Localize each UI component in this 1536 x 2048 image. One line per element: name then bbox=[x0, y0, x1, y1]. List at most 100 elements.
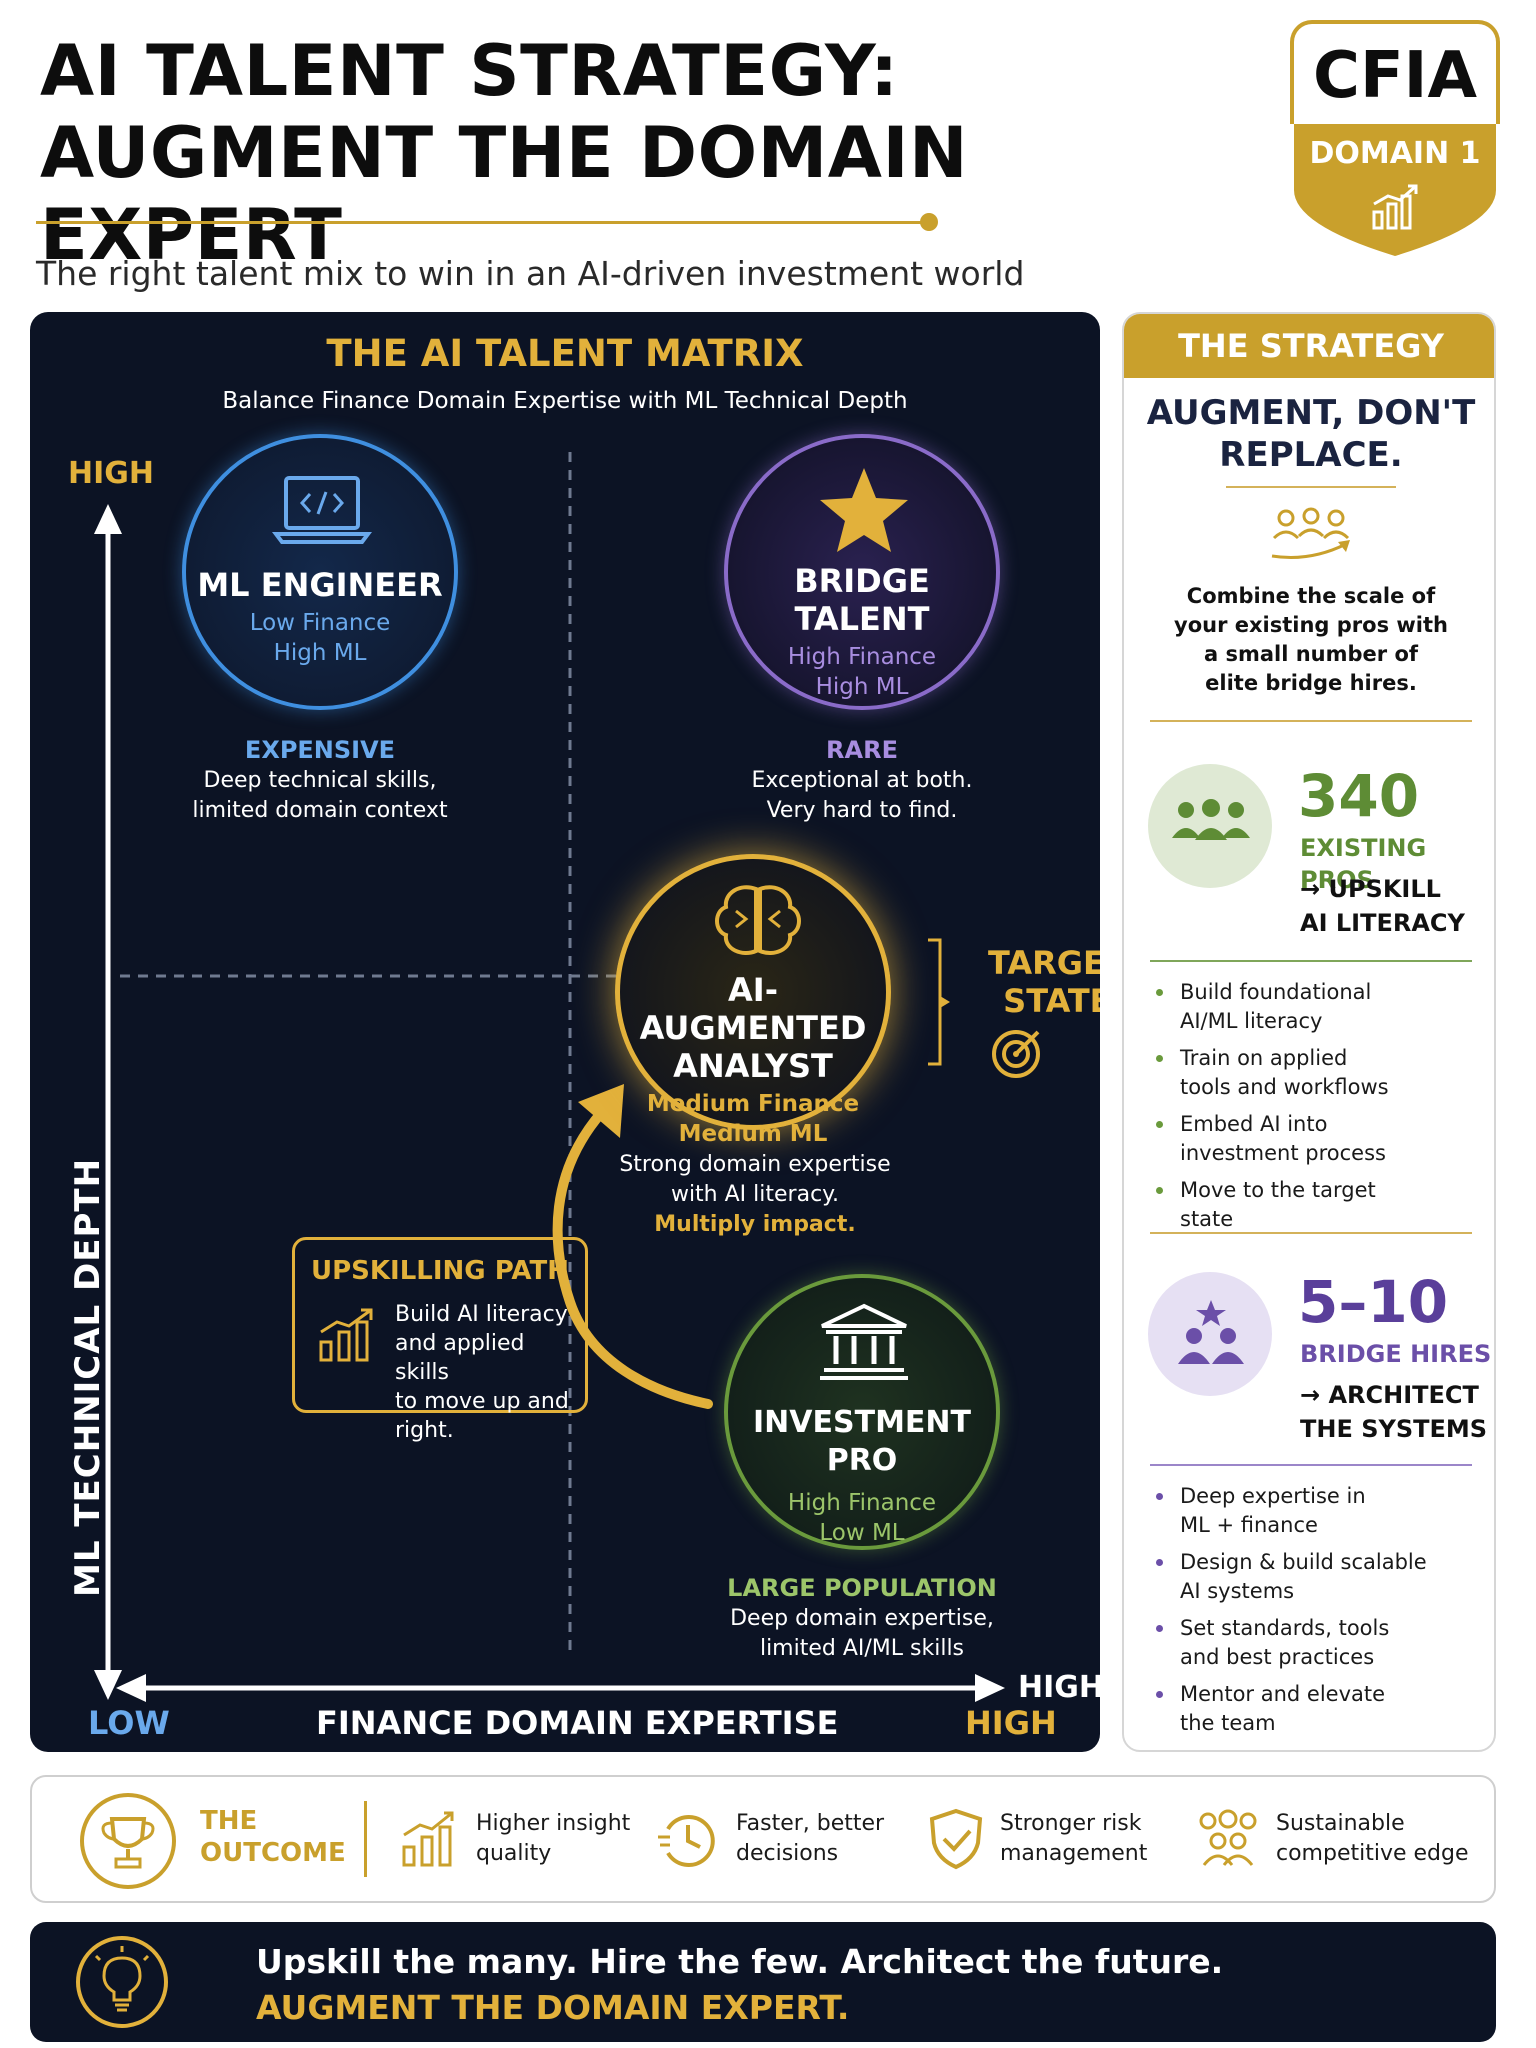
bridge-talent-name: BRIDGE TALENT bbox=[794, 562, 930, 638]
investment-pro-tag: LARGE POPULATION bbox=[727, 1574, 997, 1602]
ai-augmented-analyst-circle: AI-AUGMENTED ANALYST Medium Finance Medi… bbox=[615, 854, 891, 1147]
upskilling-title: UPSKILLING PATH bbox=[311, 1256, 569, 1286]
outcome-item-3: Stronger risk management bbox=[1000, 1811, 1148, 1866]
star-icon bbox=[820, 468, 908, 552]
shield-check-icon bbox=[929, 1808, 983, 1870]
existing-pros-arrow-1: → UPSKILL bbox=[1300, 875, 1441, 903]
matrix-title: THE AI TALENT MATRIX bbox=[326, 332, 804, 375]
strategy-desc: Combine the scale of your existing pros … bbox=[1144, 582, 1478, 698]
target-icon bbox=[992, 1030, 1040, 1078]
outcome-item-4: Sustainable competitive edge bbox=[1276, 1811, 1469, 1866]
strategy-desc-3: a small number of bbox=[1203, 642, 1419, 666]
bank-icon bbox=[820, 1303, 908, 1380]
title-line-1: AI TALENT STRATEGY: bbox=[40, 30, 899, 112]
clock-icon bbox=[658, 1815, 715, 1867]
bridge-talent-finance: High Finance bbox=[787, 644, 937, 670]
outcome-item-2: Faster, better decisions bbox=[736, 1811, 885, 1866]
analyst-desc-2: with AI literacy. bbox=[670, 1182, 840, 1207]
upskilling-text-2: and applied skills bbox=[395, 1331, 525, 1385]
strategy-panel: THE STRATEGY AUGMENT, DON'T REPLACE. Com… bbox=[1122, 312, 1496, 1752]
analyst-desc: Strong domain expertise with AI literacy… bbox=[590, 1150, 920, 1240]
analyst-name-2: ANALYST bbox=[673, 1047, 833, 1085]
outcome-bar: THE OUTCOME Higher insight quality Faste… bbox=[30, 1775, 1496, 1903]
upskilling-text-1: Build AI literacy bbox=[395, 1302, 568, 1327]
upskilling-text-4: right. bbox=[395, 1418, 454, 1443]
chart-bars-icon bbox=[1372, 184, 1418, 230]
ml-engineer-desc: Deep technical skills, limited domain co… bbox=[140, 766, 500, 826]
x-axis-label: FINANCE DOMAIN EXPERTISE bbox=[316, 1704, 839, 1742]
strategy-heading-2: REPLACE. bbox=[1219, 435, 1403, 475]
outcome-separator bbox=[364, 1801, 367, 1877]
lightbulb-icon bbox=[76, 1936, 168, 2028]
page-title: AI TALENT STRATEGY: AUGMENT THE DOMAIN E… bbox=[40, 30, 1240, 276]
y-axis-label: ML TECHNICAL DEPTH bbox=[68, 1157, 108, 1597]
strategy-desc-1: Combine the scale of bbox=[1186, 584, 1436, 608]
bridge-hires-arrow-2: THE SYSTEMS bbox=[1300, 1415, 1488, 1443]
badge-title: CFIA bbox=[1290, 20, 1500, 124]
investment-pro-desc: Deep domain expertise, limited AI/ML ski… bbox=[682, 1604, 1042, 1664]
x-axis-low-label: LOW bbox=[88, 1704, 170, 1742]
bridge-talent-ml: High ML bbox=[815, 674, 909, 700]
page-subtitle: The right talent mix to win in an AI-dri… bbox=[36, 254, 1025, 293]
trophy-icon bbox=[80, 1793, 176, 1889]
upskilling-text: Build AI literacy and applied skills to … bbox=[395, 1300, 585, 1445]
analyst-ml: Medium ML bbox=[678, 1121, 828, 1147]
team-green-icon bbox=[1172, 799, 1250, 840]
upskilling-path-box: UPSKILLING PATH Build AI literacy and ap… bbox=[292, 1237, 588, 1443]
y-axis-high-label: HIGH bbox=[68, 456, 155, 491]
analyst-desc-3: Multiply impact. bbox=[654, 1212, 856, 1237]
team-star-icon bbox=[1178, 1300, 1244, 1364]
bridge-talent-circle: BRIDGE TALENT High Finance High ML bbox=[724, 434, 1000, 710]
outcome-title-2: OUTCOME bbox=[200, 1838, 346, 1868]
target-state-label: TARGET STATE bbox=[988, 944, 1100, 1020]
strategy-heading-1: AUGMENT, DON'T bbox=[1146, 393, 1476, 433]
ml-engineer-desc-2: limited domain context bbox=[192, 798, 448, 823]
footer-line-2: AUGMENT THE DOMAIN EXPERT. bbox=[256, 1988, 850, 2027]
talent-matrix-panel: THE AI TALENT MATRIX Balance Finance Dom… bbox=[30, 312, 1100, 1752]
existing-pros-arrow-2: AI LITERACY bbox=[1300, 909, 1465, 937]
bridge-talent-tag: RARE bbox=[826, 736, 898, 764]
strategy-heading-rule bbox=[1226, 486, 1396, 488]
ml-engineer-name: ML ENGINEER bbox=[197, 566, 443, 604]
outcome-title: THE OUTCOME bbox=[200, 1805, 346, 1869]
outcome-title-1: THE bbox=[200, 1806, 258, 1836]
brain-icon bbox=[715, 885, 801, 955]
strategy-rule-3 bbox=[1150, 1232, 1472, 1234]
investment-pro-circle: INVESTMENT PRO High Finance Low ML bbox=[724, 1274, 1000, 1550]
strategy-rule-1 bbox=[1150, 720, 1472, 722]
existing-pros-caption: EXISTING PROS bbox=[1300, 834, 1427, 894]
strategy-rule-2 bbox=[1150, 960, 1472, 962]
ml-engineer-ml: High ML bbox=[273, 640, 367, 666]
existing-pros-number: 340 bbox=[1298, 762, 1420, 830]
analyst-name-1: AI-AUGMENTED bbox=[639, 971, 867, 1047]
investment-pro-desc-1: Deep domain expertise, bbox=[730, 1606, 994, 1631]
bridge-hires-avatar bbox=[1148, 1272, 1272, 1396]
upskilling-text-3: to move up and bbox=[395, 1389, 569, 1414]
bridge-talent-desc-2: Very hard to find. bbox=[766, 798, 958, 823]
investment-pro-name: INVESTMENT PRO bbox=[753, 1405, 971, 1478]
outcome-item-1: Higher insight quality bbox=[476, 1811, 631, 1866]
title-rule-dot bbox=[920, 213, 938, 231]
ml-engineer-finance: Low Finance bbox=[249, 610, 391, 636]
ml-engineer-tag: EXPENSIVE bbox=[244, 736, 396, 764]
bridge-hires-number: 5–10 bbox=[1298, 1268, 1449, 1336]
ml-engineer-desc-1: Deep technical skills, bbox=[203, 768, 437, 793]
title-rule bbox=[36, 221, 936, 224]
analyst-finance: Medium Finance bbox=[646, 1091, 860, 1117]
badge-label: DOMAIN 1 bbox=[1309, 136, 1481, 171]
investment-pro-ml: Low ML bbox=[819, 1520, 905, 1546]
bridge-hires-caption: BRIDGE HIRES bbox=[1300, 1340, 1492, 1368]
x-axis-high-label: HIGH bbox=[965, 1704, 1057, 1742]
strategy-header: THE STRATEGY bbox=[1124, 314, 1494, 378]
analyst-desc-1: Strong domain expertise bbox=[619, 1152, 891, 1177]
strategy-heading: AUGMENT, DON'T REPLACE. bbox=[1124, 392, 1494, 476]
bridge-hires-arrow-1: → ARCHITECT bbox=[1300, 1381, 1479, 1409]
